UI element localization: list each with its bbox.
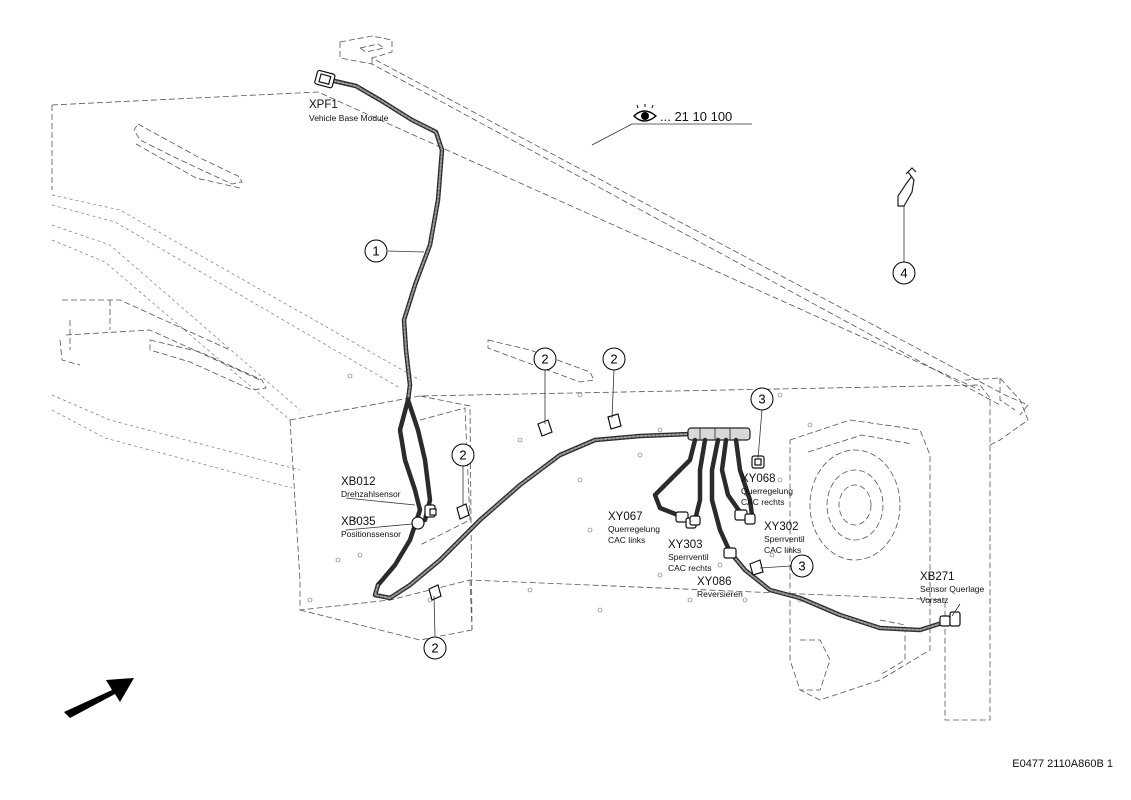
label-xy086-code: XY086 <box>697 576 732 588</box>
connector-xy068 <box>751 455 765 469</box>
callout-4: 4 <box>892 261 916 285</box>
eye-icon <box>633 104 658 122</box>
connector-xb271 <box>939 611 961 627</box>
svg-text:2: 2 <box>431 641 438 656</box>
callout-1: 1 <box>364 239 388 263</box>
label-xy302-code: XY302 <box>764 521 799 533</box>
label-xy303-code: XY303 <box>668 539 703 551</box>
label-xb271-desc2: Vorsatz <box>920 595 948 605</box>
label-xy302-desc1: Sperrventil <box>764 534 805 544</box>
label-xb035-desc: Positionssensor <box>341 529 401 539</box>
connector-xpf1 <box>314 69 336 89</box>
connector-xy302 <box>734 509 756 525</box>
wiring-harness <box>327 77 948 633</box>
connector-xy303 <box>689 515 701 526</box>
frame-outline <box>51 35 1029 721</box>
clips <box>428 413 764 601</box>
document-id: E0477 2110A860B 1 <box>1012 758 1113 770</box>
label-xb271-code: XB271 <box>920 571 955 583</box>
label-xpf1-code: XPF1 <box>309 99 338 111</box>
callout-circles: 1 2 2 2 2 2 3 3 <box>364 239 916 660</box>
label-xy303-desc2: CAC rechts <box>668 563 711 573</box>
label-xy068-desc1: Querregelung <box>741 486 793 496</box>
reference-text: ... 21 10 100 <box>660 109 732 124</box>
cable-tie <box>897 167 917 207</box>
callout-3: 3 <box>790 554 814 578</box>
svg-text:2: 2 <box>541 352 548 367</box>
svg-text:4: 4 <box>900 266 907 281</box>
callout-2: 2 <box>533 347 557 371</box>
direction-arrow-icon <box>64 678 134 718</box>
callout-3: 3 <box>750 387 774 411</box>
label-xy067-code: XY067 <box>608 511 643 523</box>
callout-2: 2 <box>451 443 475 467</box>
callout-2: 2 <box>423 636 447 660</box>
label-xy086-desc: Reversieren <box>697 589 743 599</box>
label-xy303-desc1: Sperrventil <box>668 552 709 562</box>
leader-lines <box>345 123 961 637</box>
label-xy302-desc2: CAC links <box>764 545 801 555</box>
connector-xb035 <box>411 516 425 530</box>
connector-symbols <box>314 69 961 627</box>
label-xy067-desc1: Querregelung <box>608 524 660 534</box>
label-xy068-code: XY068 <box>741 473 776 485</box>
label-xy068-desc2: CAC rechts <box>741 497 784 507</box>
label-xb012-code: XB012 <box>341 476 376 488</box>
label-xb012-desc: Drehzahlsensor <box>341 489 401 499</box>
label-xpf1-desc: Vehicle Base Module <box>309 113 389 123</box>
svg-text:3: 3 <box>758 392 765 407</box>
svg-text:3: 3 <box>798 559 805 574</box>
connector-xy086 <box>723 547 737 559</box>
label-xb271-desc1: Sensor Querlage <box>920 584 985 594</box>
svg-text:2: 2 <box>610 352 617 367</box>
label-xb035-code: XB035 <box>341 516 376 528</box>
svg-text:2: 2 <box>459 448 466 463</box>
connector-labels: XPF1 Vehicle Base Module XB012 Drehzahls… <box>309 99 985 605</box>
svg-text:1: 1 <box>372 244 379 259</box>
label-xy067-desc2: CAC links <box>608 535 645 545</box>
reference-note: ... 21 10 100 <box>633 104 732 124</box>
callout-2: 2 <box>602 347 626 371</box>
connector-xb012 <box>424 504 437 518</box>
